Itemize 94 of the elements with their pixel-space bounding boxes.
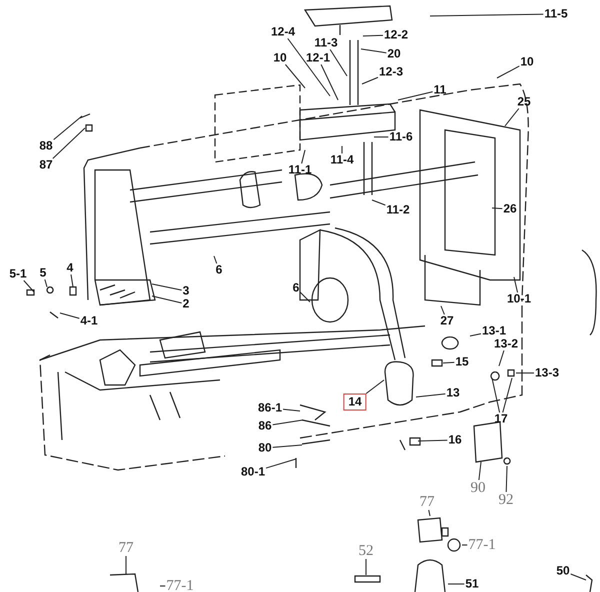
callout-number: 20 [386, 48, 402, 60]
leader-line [272, 444, 302, 448]
leader-line [272, 420, 304, 426]
leader-line [492, 208, 503, 210]
leader-line [284, 64, 306, 88]
leader-line [440, 306, 445, 315]
leader-line [214, 256, 218, 264]
callout-number: 3 [182, 284, 190, 298]
callout-number: 12-3 [378, 66, 404, 78]
leader-line [52, 128, 86, 159]
callout-number: 11 [432, 84, 448, 96]
leader-line [504, 108, 520, 126]
leader-line [442, 362, 455, 364]
callout-number: 14 [343, 394, 367, 410]
leader-line [362, 76, 378, 84]
callout-number: 11-2 [385, 204, 411, 216]
callout-number: 13 [445, 386, 461, 400]
callout-number: 27 [439, 314, 455, 328]
callout-number: 88 [38, 140, 54, 152]
leader-line [430, 14, 544, 16]
callout-number: 10-1 [506, 292, 532, 306]
callout-number: 11-4 [329, 154, 355, 166]
leader-line [372, 200, 386, 206]
callout-number: 26 [502, 202, 518, 216]
leader-line [418, 440, 448, 442]
callout-number: 12-4 [270, 26, 296, 38]
callout-number: 25 [516, 96, 532, 108]
callout-number: 12-2 [382, 28, 410, 42]
callout-number: 10 [272, 52, 288, 64]
leader-line [44, 279, 48, 288]
leader-line [152, 296, 182, 304]
callout-number: 12-1 [304, 52, 332, 64]
leader-line [478, 462, 482, 480]
leader-line [502, 378, 512, 413]
callout-number: 5 [38, 266, 48, 280]
leader-line [516, 372, 534, 374]
callout-number: 15 [454, 356, 470, 368]
leader-line [416, 393, 446, 398]
callout-number: 11-6 [388, 130, 414, 144]
leader-line [330, 49, 348, 76]
leader-line [266, 458, 296, 469]
callout-number: 50 [555, 564, 571, 578]
leader-line [428, 510, 430, 516]
leader-line [462, 544, 468, 546]
leader-line [360, 48, 387, 54]
callout-number: 80-1 [240, 466, 266, 478]
leader-line [53, 116, 82, 140]
callout-number: 10 [519, 56, 535, 68]
callout-number: 5-1 [8, 268, 28, 280]
leader-line [374, 136, 389, 138]
callout-number: 17 [493, 412, 509, 426]
leader-line [470, 333, 482, 336]
callout-number: 4-1 [79, 314, 99, 328]
callout-number: 6 [214, 264, 224, 276]
leader-line [506, 466, 508, 492]
callout-number: 86 [257, 420, 273, 432]
leader-line [23, 280, 34, 292]
callout-number: 13-2 [492, 338, 520, 350]
callout-number: 92 [498, 492, 514, 508]
callout-number: 16 [447, 434, 463, 446]
callout-number: 11-1 [287, 164, 313, 176]
callout-number: 80 [257, 442, 273, 454]
leader-line [366, 380, 384, 394]
leader-line [300, 292, 310, 302]
leader-line [398, 91, 434, 100]
leader-line [152, 284, 182, 291]
callout-number: 77 [418, 494, 436, 510]
leader-line [282, 408, 300, 412]
leader-line [301, 150, 306, 164]
leader-line [496, 66, 520, 78]
callout-number: 11-3 [313, 36, 339, 50]
callout-number: 86-1 [256, 402, 284, 414]
leader-line [60, 312, 80, 319]
callout-number: 13-3 [534, 366, 560, 380]
callout-number: 77-1 [467, 537, 497, 553]
leader-line [498, 350, 504, 366]
callout-number: 90 [470, 480, 486, 496]
leader-line [287, 38, 330, 96]
callout-number: 11-5 [543, 8, 569, 20]
callout-number: 87 [38, 158, 54, 172]
leader-line [570, 574, 586, 580]
callout-number: 52 [358, 543, 374, 559]
leader-line [514, 276, 518, 293]
leader-line [70, 274, 74, 288]
callout-number: 2 [182, 298, 190, 310]
leader-line [320, 64, 338, 100]
callout-number: 77-1 [165, 578, 195, 592]
callout-number: 77 [118, 540, 134, 556]
callout-number: 13-1 [480, 324, 508, 338]
callout-number: 4 [66, 262, 74, 274]
callout-number: 51 [464, 578, 480, 590]
leader-line [492, 378, 500, 413]
callout-number: 6 [292, 282, 300, 294]
leader-line [362, 34, 384, 36]
